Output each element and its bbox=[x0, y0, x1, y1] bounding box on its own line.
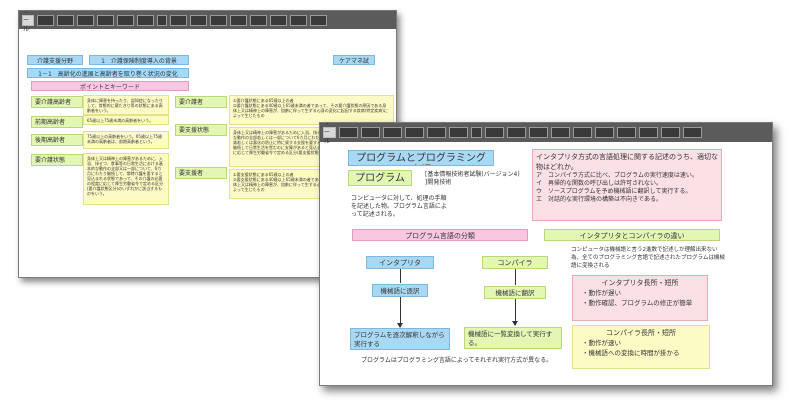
term-label: 前期高齢者 bbox=[31, 116, 83, 128]
arrow-head bbox=[397, 323, 403, 328]
toolbar-button[interactable] bbox=[310, 14, 327, 26]
interpreter-pros-title: インタプリタ長所・短所 bbox=[601, 279, 679, 287]
flow-line bbox=[515, 299, 516, 325]
quiz-option[interactable]: ア コンパイラ方式に比べ、プログラムの実行速度は速い。 bbox=[536, 172, 698, 179]
toolbar-button[interactable] bbox=[361, 127, 380, 138]
flow-line bbox=[515, 269, 516, 285]
toolbar-button[interactable] bbox=[37, 14, 54, 26]
toolbar-button[interactable] bbox=[617, 127, 636, 138]
toolbar-button[interactable] bbox=[595, 127, 614, 138]
toolbar: ツール bbox=[320, 123, 772, 145]
term-description: 身体上又は精神上の障害があるために、入浴、排せつ、食事等の日常生活における基本的… bbox=[83, 153, 169, 205]
interpreter-execution: プログラムを逐次解釈しながら実行する bbox=[350, 328, 450, 350]
program-label: プログラム bbox=[348, 170, 412, 186]
toolbar-button[interactable] bbox=[551, 127, 570, 138]
program-description: コンピュータに対して、処理の手順を記述した物。プログラム言語によって記述される。 bbox=[351, 195, 447, 218]
quiz-panel: インタプリタ方式の言語処理に関する記述のうち、適切な物はどれか。 ア コンパイラ… bbox=[532, 149, 722, 221]
quiz-option[interactable]: エ 対話的な実行環境の構築は不向きである。 bbox=[536, 196, 662, 203]
compiler-pro-item: ・動作が速い bbox=[582, 339, 621, 347]
toolbar-button[interactable] bbox=[485, 127, 504, 138]
subject-label: 介護支援分野 bbox=[27, 55, 83, 65]
programming-window: ツール プログラムとプログラミング言語 プログラム [基本情報技術者試験(バージ… bbox=[319, 122, 773, 386]
source-reference: [基本情報技術者試験(バージョン4) ]開発技術 bbox=[425, 171, 520, 186]
toolbar-button[interactable] bbox=[137, 14, 154, 26]
toolbar-button[interactable] bbox=[383, 127, 402, 138]
compiler-execution: 機械語に一覧変換して実行する。 bbox=[464, 327, 562, 349]
toolbar: ツール bbox=[19, 11, 396, 33]
toolbar-button[interactable] bbox=[405, 127, 424, 138]
chapter-label: 1 介護保険制度導入の背景 bbox=[89, 55, 189, 65]
toolbar-button[interactable] bbox=[77, 14, 94, 26]
toolbar-button[interactable] bbox=[170, 14, 187, 26]
tool-menu-button[interactable]: ツール bbox=[22, 11, 34, 33]
term-label: 後期高齢者 bbox=[31, 134, 83, 146]
quiz-question: インタプリタ方式の言語処理に関する記述のうち、適切な物はどれか。 bbox=[536, 153, 718, 171]
term-label: 要介護高齢者 bbox=[31, 96, 83, 108]
term-label: 要支援状態 bbox=[175, 124, 227, 136]
toolbar-button[interactable] bbox=[449, 127, 468, 138]
quiz-option[interactable]: ウ ソースプログラムを予め機械語に翻訳して実行する。 bbox=[536, 188, 692, 195]
compiler-step: 機械語に翻訳 bbox=[484, 286, 546, 299]
term-description: 身体に障害を持ったり、認知症になったりして、常態的に寝たきり等の状態にある高齢者… bbox=[83, 95, 169, 115]
difference-description: コンピュータは機械語と言う2進数で記述しか理解出来ない為、全てのプログラミング言… bbox=[571, 247, 725, 269]
flow-line bbox=[400, 269, 401, 283]
toolbar-button[interactable] bbox=[507, 127, 526, 138]
toolbar-button[interactable] bbox=[573, 127, 592, 138]
toolbar-button[interactable] bbox=[471, 127, 482, 138]
toolbar-button[interactable] bbox=[529, 127, 548, 138]
interpreter-label: インタプリタ bbox=[366, 256, 434, 269]
flow-line bbox=[400, 297, 401, 327]
arrow-head bbox=[512, 321, 518, 326]
difference-title: インタプリタとコンパイラの違い bbox=[544, 229, 720, 241]
toolbar-button[interactable] bbox=[339, 127, 358, 138]
toolbar-button[interactable] bbox=[57, 14, 74, 26]
toolbar-button[interactable] bbox=[683, 127, 702, 138]
tool-menu-button[interactable]: ツール bbox=[323, 123, 336, 145]
term-description: ①要介護状態にある65歳以上の者 ②要介護状態にある40歳以上65歳未満の者であ… bbox=[229, 95, 394, 125]
interpreter-pros-cons: インタプリタ長所・短所 ・動作が遅い ・動作確認、プログラムの修正が簡単 bbox=[572, 275, 708, 321]
interpreter-pro-item: ・動作が遅い bbox=[582, 289, 621, 297]
toolbar-button[interactable] bbox=[117, 14, 134, 26]
quiz-option[interactable]: イ 再帰的な関数の呼び出しは許可されない。 bbox=[536, 180, 663, 187]
toolbar-button[interactable] bbox=[230, 14, 247, 26]
compiler-pro-item: ・機械語への変換に時間が掛かる bbox=[582, 349, 680, 357]
toolbar-button[interactable] bbox=[290, 14, 307, 26]
points-label: ポイントとキーワード bbox=[31, 81, 189, 91]
interpreter-pro-item: ・動作確認、プログラムの修正が簡単 bbox=[582, 299, 693, 307]
interpreter-step: 機械語に逐訳 bbox=[372, 284, 428, 297]
term-label: 要介護者 bbox=[175, 96, 227, 108]
toolbar-button[interactable] bbox=[661, 127, 680, 138]
term-label: 要支援者 bbox=[175, 167, 227, 179]
toolbar-button[interactable] bbox=[270, 14, 287, 26]
toolbar-button[interactable] bbox=[190, 14, 207, 26]
toolbar-button[interactable] bbox=[97, 14, 114, 26]
term-description: 75歳以上の高齢者をいう。65歳以上75歳未満の高齢者は、前期高齢者という。 bbox=[83, 131, 169, 149]
toolbar-button[interactable] bbox=[157, 14, 167, 26]
compiler-pros-cons: コンパイラ長所・短所 ・動作が速い ・機械語への変換に時間が掛かる bbox=[572, 325, 710, 369]
compiler-pros-title: コンパイラ長所・短所 bbox=[606, 329, 676, 337]
topic-title: プログラムとプログラミング言語 bbox=[348, 150, 494, 166]
term-description: 65歳以上75歳未満の高齢者をいう。 bbox=[83, 115, 169, 125]
term-label: 要介護状態 bbox=[31, 154, 83, 166]
compiler-label: コンパイラ bbox=[482, 256, 548, 269]
toolbar-button[interactable] bbox=[427, 127, 446, 138]
classification-title: プログラム言語の分類 bbox=[352, 229, 528, 241]
toolbar-button[interactable] bbox=[250, 14, 267, 26]
toolbar-button[interactable] bbox=[639, 127, 658, 138]
toolbar-button[interactable] bbox=[210, 14, 227, 26]
exam-label: ケアマネ試験 bbox=[333, 55, 375, 65]
footer-note: プログラムはプログラミング言語によってそれぞれ実行方式が異なる。 bbox=[361, 357, 553, 364]
section-label: 1－1 高齢化の進展と高齢者を取り巻く状況の変化 bbox=[27, 68, 189, 78]
